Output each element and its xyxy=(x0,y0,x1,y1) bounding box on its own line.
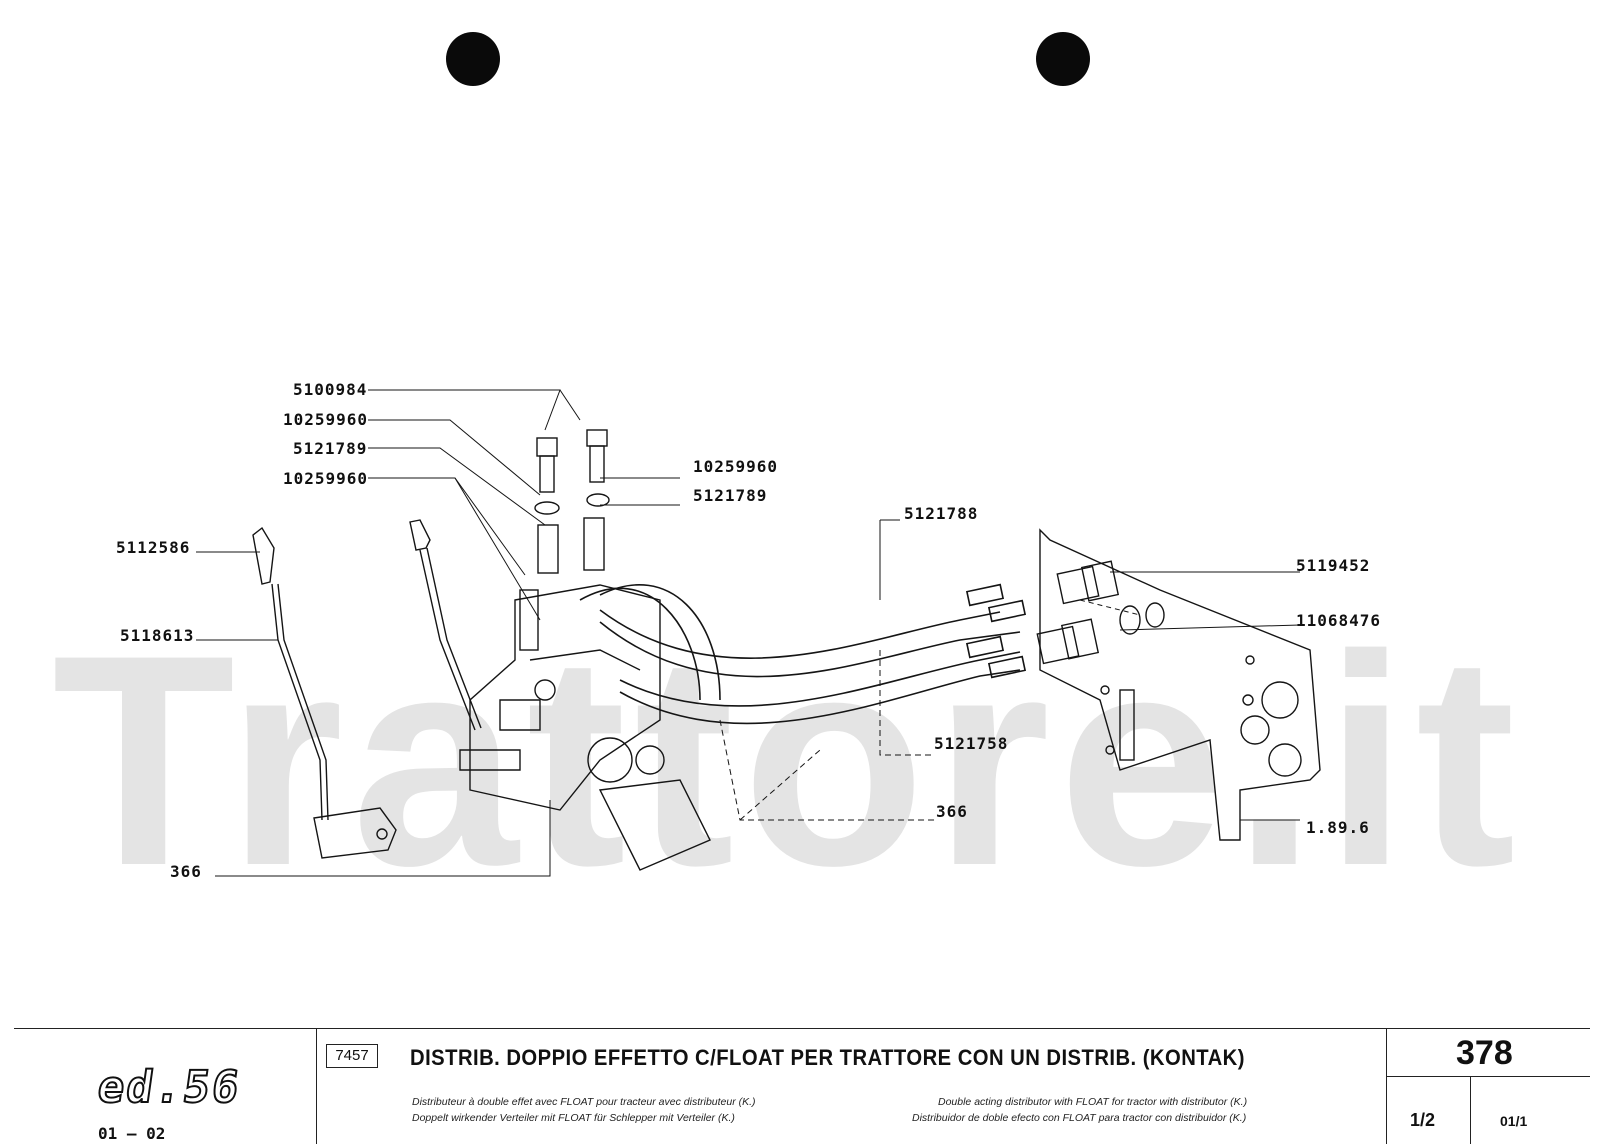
part-label: 5100984 xyxy=(293,380,368,399)
valve-block xyxy=(459,584,711,871)
part-label: 5119452 xyxy=(1296,556,1371,575)
part-label: 10259960 xyxy=(283,469,369,488)
subtitle-fr: Distributeur à double effet avec FLOAT p… xyxy=(412,1096,756,1108)
subtitle-de: Doppelt wirkender Verteiler mit FLOAT fü… xyxy=(412,1112,735,1124)
part-label: 366 xyxy=(170,862,202,881)
part-label: 5121758 xyxy=(934,734,1009,753)
footer-rule xyxy=(14,1028,1590,1029)
levers xyxy=(252,519,482,859)
series-range: 01 – 02 xyxy=(98,1124,166,1143)
punch-hole-left xyxy=(446,32,500,86)
group-code: 7457 xyxy=(326,1044,378,1068)
revision: 01/1 xyxy=(1500,1113,1528,1129)
sheet-number: 1/2 xyxy=(1410,1110,1436,1130)
part-label: 10259960 xyxy=(283,410,369,429)
part-label: 5121789 xyxy=(693,486,768,505)
part-label: 366 xyxy=(936,802,968,821)
part-label: 1.89.6 xyxy=(1306,818,1370,837)
subtitle-en: Double acting distributor with FLOAT for… xyxy=(938,1096,1248,1108)
subtitle-es: Distribuidor de doble efecto con FLOAT p… xyxy=(912,1112,1247,1124)
footer-divider xyxy=(1470,1076,1471,1144)
quick-couplers xyxy=(1036,560,1165,665)
punch-hole-right xyxy=(1036,32,1090,86)
watermark: Trattore.it xyxy=(52,592,1524,928)
part-label: 5118613 xyxy=(120,626,195,645)
hoses xyxy=(579,583,1027,725)
part-label: 5121789 xyxy=(293,439,368,458)
part-label: 10259960 xyxy=(693,457,779,476)
footer-rule xyxy=(1386,1076,1590,1077)
bolts-group xyxy=(534,429,610,574)
page-number: 378 xyxy=(1456,1034,1513,1072)
footer-divider xyxy=(316,1028,317,1144)
brand-logo: ed.56 xyxy=(93,1061,245,1114)
leader-lines xyxy=(196,389,1301,877)
footer-divider xyxy=(1386,1028,1387,1144)
mounting-bracket xyxy=(1039,528,1321,841)
part-label: 5112586 xyxy=(116,538,191,557)
part-label: 11068476 xyxy=(1296,611,1382,630)
part-label: 5121788 xyxy=(904,504,979,523)
page-title: DISTRIB. DOPPIO EFFETTO C/FLOAT PER TRAT… xyxy=(410,1045,1245,1070)
